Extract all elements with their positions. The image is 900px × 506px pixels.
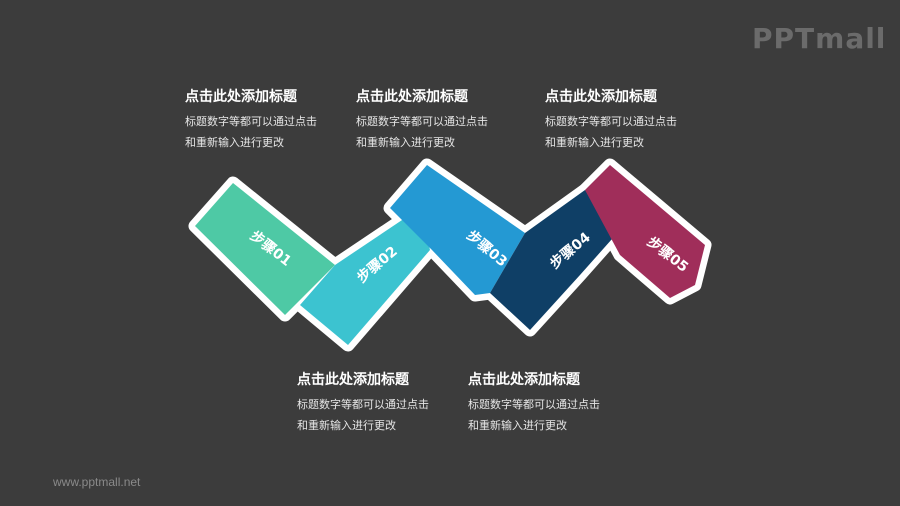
note-title: 点击此处添加标题 <box>468 372 580 388</box>
step-03-note: 点击此处添加标题 标题数字等都可以通过点击 和重新输入进行更改 <box>356 88 556 153</box>
step-04-shape <box>490 190 620 330</box>
site-url: www.pptmall.net <box>53 475 141 489</box>
step-04-note: 点击此处添加标题 标题数字等都可以通过点击 和重新输入进行更改 <box>468 371 668 436</box>
note-body-line2: 和重新输入进行更改 <box>545 136 644 149</box>
note-title: 点击此处添加标题 <box>356 89 468 105</box>
brand-logo: PPTmall <box>752 22 887 55</box>
note-body-line2: 和重新输入进行更改 <box>468 419 567 432</box>
step-02-note: 点击此处添加标题 标题数字等都可以通过点击 和重新输入进行更改 <box>297 371 497 436</box>
step-05-note: 点击此处添加标题 标题数字等都可以通过点击 和重新输入进行更改 <box>545 88 745 153</box>
note-body-line1: 标题数字等都可以通过点击 <box>356 115 488 128</box>
note-body-line1: 标题数字等都可以通过点击 <box>545 115 677 128</box>
step-03-shape <box>390 165 525 295</box>
note-body-line1: 标题数字等都可以通过点击 <box>297 398 429 411</box>
note-body-line1: 标题数字等都可以通过点击 <box>185 115 317 128</box>
note-title: 点击此处添加标题 <box>297 372 409 388</box>
note-body-line2: 和重新输入进行更改 <box>185 136 284 149</box>
step-01-shape <box>195 183 335 315</box>
step-02-shape <box>300 208 430 345</box>
note-title: 点击此处添加标题 <box>545 89 657 105</box>
note-body-line2: 和重新输入进行更改 <box>356 136 455 149</box>
step-01-note: 点击此处添加标题 标题数字等都可以通过点击 和重新输入进行更改 <box>185 88 385 153</box>
step-05-shape <box>585 165 705 298</box>
note-title: 点击此处添加标题 <box>185 89 297 105</box>
note-body-line2: 和重新输入进行更改 <box>297 419 396 432</box>
note-body-line1: 标题数字等都可以通过点击 <box>468 398 600 411</box>
